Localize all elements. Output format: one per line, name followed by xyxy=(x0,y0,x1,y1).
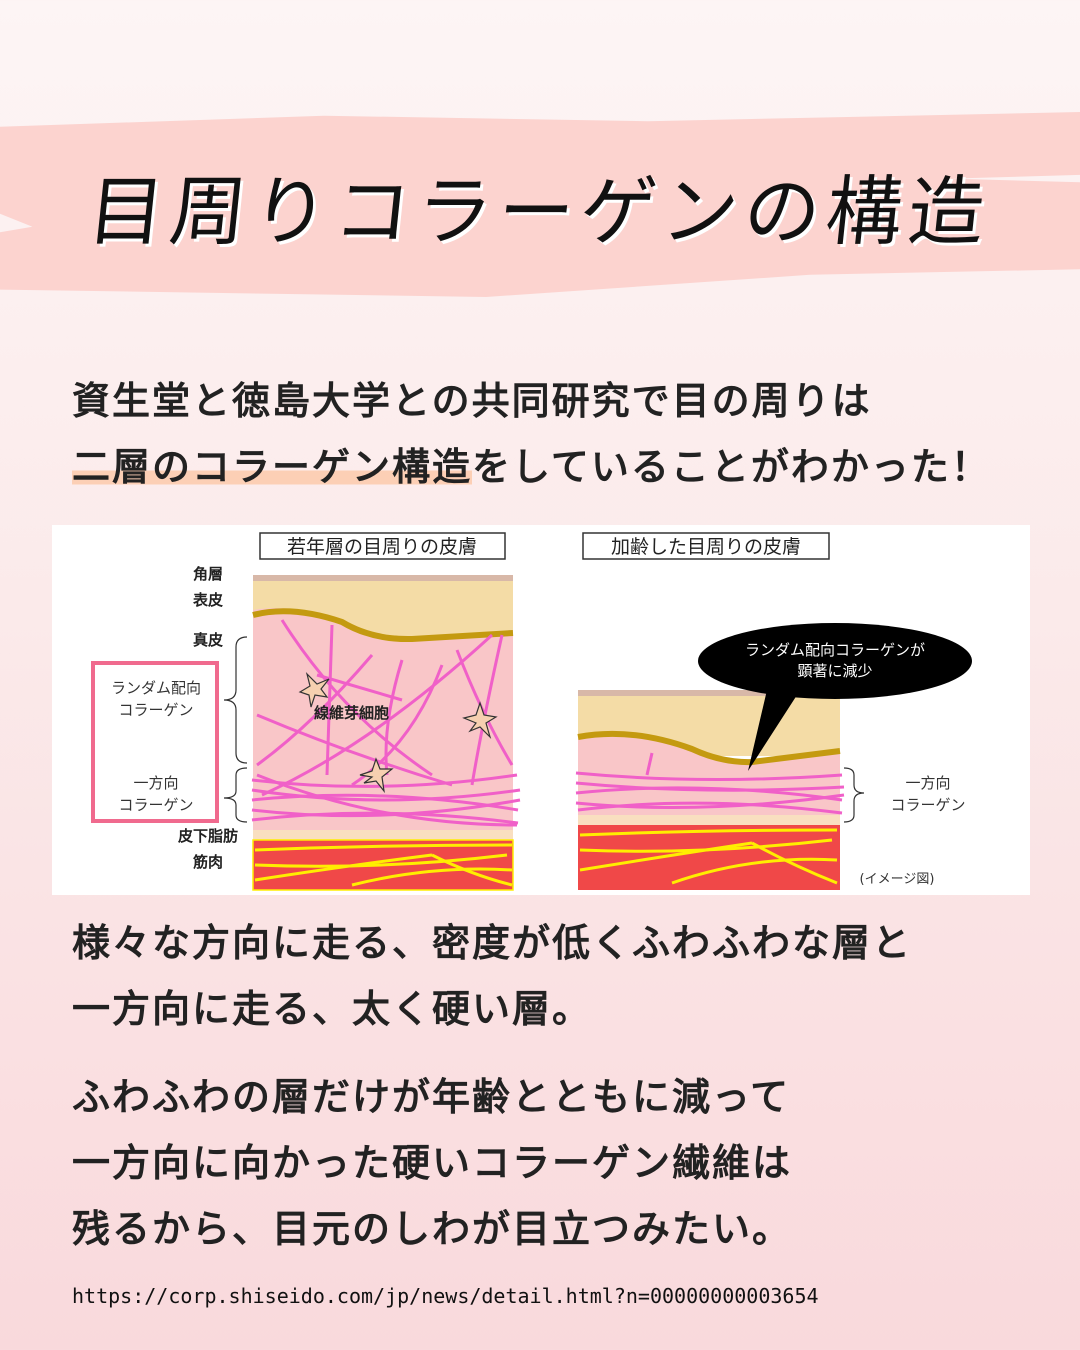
aged-muscle-fibers xyxy=(579,828,838,885)
source-url: https://corp.shiseido.com/jp/news/detail… xyxy=(72,1284,819,1308)
label-subcutaneous-fat: 皮下脂肪 xyxy=(178,827,238,845)
skin-diagram: 若年層の目周りの皮膚 加齢した目周りの皮膚 線維芽細胞 xyxy=(52,525,1030,895)
young-skin xyxy=(251,575,521,891)
aged-fat xyxy=(578,815,840,825)
image-note: (イメージ図) xyxy=(860,872,935,887)
intro-line-2: をしていることがわかった！ xyxy=(472,445,991,489)
body2-line2: 一方向に向かった硬いコラーゲン繊維は xyxy=(72,1141,793,1185)
legend-oneway-line1: 一方向 xyxy=(133,774,178,792)
label-muscle: 筋肉 xyxy=(192,853,223,871)
aged-title: 加齢した目周りの皮膚 xyxy=(611,536,801,558)
body1-line1: 様々な方向に走る、密度が低くふわふわな層と xyxy=(72,921,913,965)
aged-oneway-line1: 一方向 xyxy=(905,774,950,792)
body2-line3: 残るから、目元のしわが目立つみたい。 xyxy=(72,1207,793,1251)
aged-skin xyxy=(575,690,845,890)
legend-box xyxy=(91,661,219,823)
aged-oneway-collagen xyxy=(575,752,845,815)
callout-tail xyxy=(748,690,797,771)
young-dermis xyxy=(253,607,513,830)
young-muscle-fibers xyxy=(254,843,513,887)
fibroblast-icon xyxy=(359,757,394,794)
aged-basement-membrane xyxy=(577,730,841,766)
aged-bracket xyxy=(843,767,865,823)
body-paragraph-2: ふわふわの層だけが年齢とともに減って 一方向に向かった硬いコラーゲン繊維は 残る… xyxy=(72,1064,792,1262)
body2-line1: ふわふわの層だけが年齢とともに減って xyxy=(72,1075,791,1119)
label-stratum-corneum: 角層 xyxy=(193,565,223,583)
callout-line2: 顕著に減少 xyxy=(797,662,872,680)
label-dermis: 真皮 xyxy=(193,631,223,649)
aged-muscle xyxy=(578,825,840,890)
intro-highlight: 二層のコラーゲン構造 xyxy=(72,445,473,489)
label-epidermis: 表皮 xyxy=(193,591,223,609)
aged-stratum-corneum xyxy=(578,690,840,696)
aged-title-box xyxy=(582,532,830,560)
title-brush-band xyxy=(0,112,1080,297)
fibroblast-label: 線維芽細胞 xyxy=(314,704,389,722)
aged-oneway-line2: コラーゲン xyxy=(890,796,965,814)
page-title: 目周りコラーゲンの構造 xyxy=(83,167,995,256)
callout-line1: ランダム配向コラーゲンが xyxy=(745,641,925,659)
young-oneway-collagen xyxy=(251,773,521,827)
aged-dermis xyxy=(578,731,840,815)
intro-text: 資生堂と徳島大学との共同研究で目の周りは 二層のコラーゲン構造をしていることがわ… xyxy=(72,368,991,500)
body1-line2: 一方向に走る、太く硬い層。 xyxy=(72,987,593,1031)
young-basement-membrane xyxy=(252,608,514,643)
body-paragraph-1: 様々な方向に走る、密度が低くふわふわな層と 一方向に走る、太く硬い層。 xyxy=(72,910,912,1042)
young-fat xyxy=(253,830,513,840)
legend-random-line1: ランダム配向 xyxy=(111,679,201,697)
callout-bubble xyxy=(698,623,972,699)
young-title-box xyxy=(259,532,506,560)
legend-oneway-line2: コラーゲン xyxy=(118,796,193,814)
skin-diagram-svg: 若年層の目周りの皮膚 加齢した目周りの皮膚 線維芽細胞 xyxy=(91,532,972,891)
young-stratum-corneum xyxy=(253,575,513,581)
left-brackets xyxy=(223,636,248,823)
fibroblast-icon xyxy=(462,701,498,740)
young-title: 若年層の目周りの皮膚 xyxy=(287,536,477,558)
intro-line-1: 資生堂と徳島大学との共同研究で目の周りは xyxy=(72,379,872,423)
legend-random-line2: コラーゲン xyxy=(118,701,193,719)
fibroblast-icon xyxy=(298,672,330,708)
